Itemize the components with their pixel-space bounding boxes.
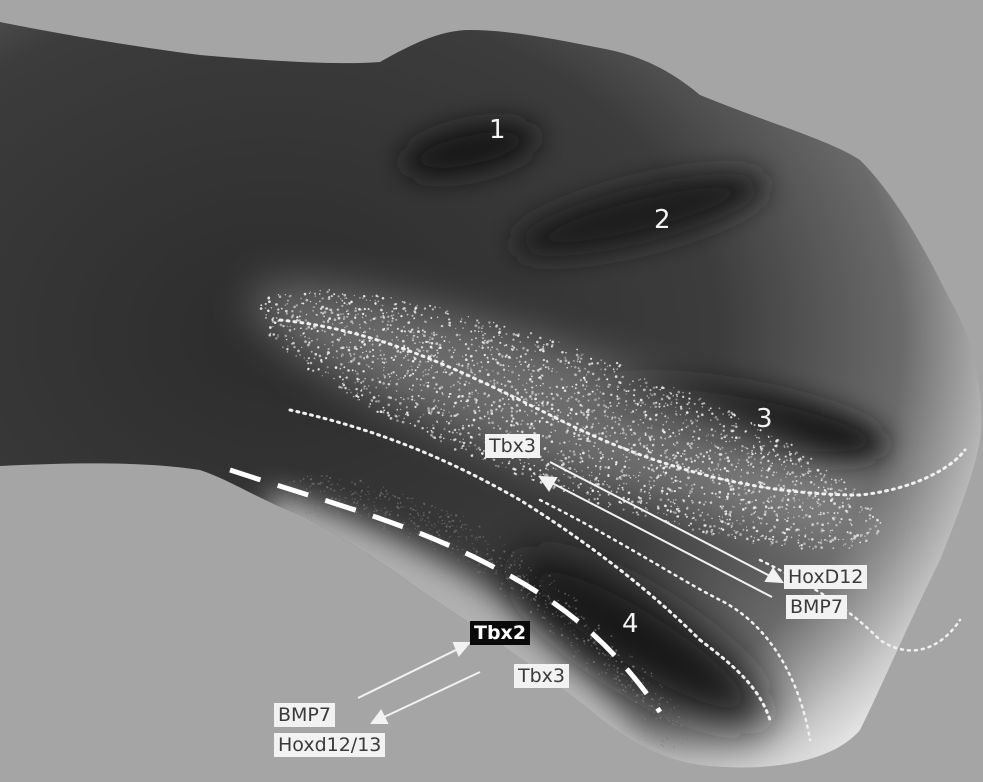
label-tbx3-upper: Tbx3 [485,434,540,458]
label-hoxd12-13: Hoxd12/13 [274,733,385,757]
label-bmp7-left: BMP7 [274,703,335,727]
label-tbx3-lower: Tbx3 [514,664,569,688]
digit-number-3: 3 [756,404,773,434]
digit-number-2: 2 [654,205,671,235]
label-bmp7-right: BMP7 [786,595,847,619]
digit-number-4: 4 [622,609,639,639]
digit-number-1: 1 [489,115,506,145]
label-tbx2: Tbx2 [470,621,530,645]
label-hoxd12: HoxD12 [784,565,867,589]
